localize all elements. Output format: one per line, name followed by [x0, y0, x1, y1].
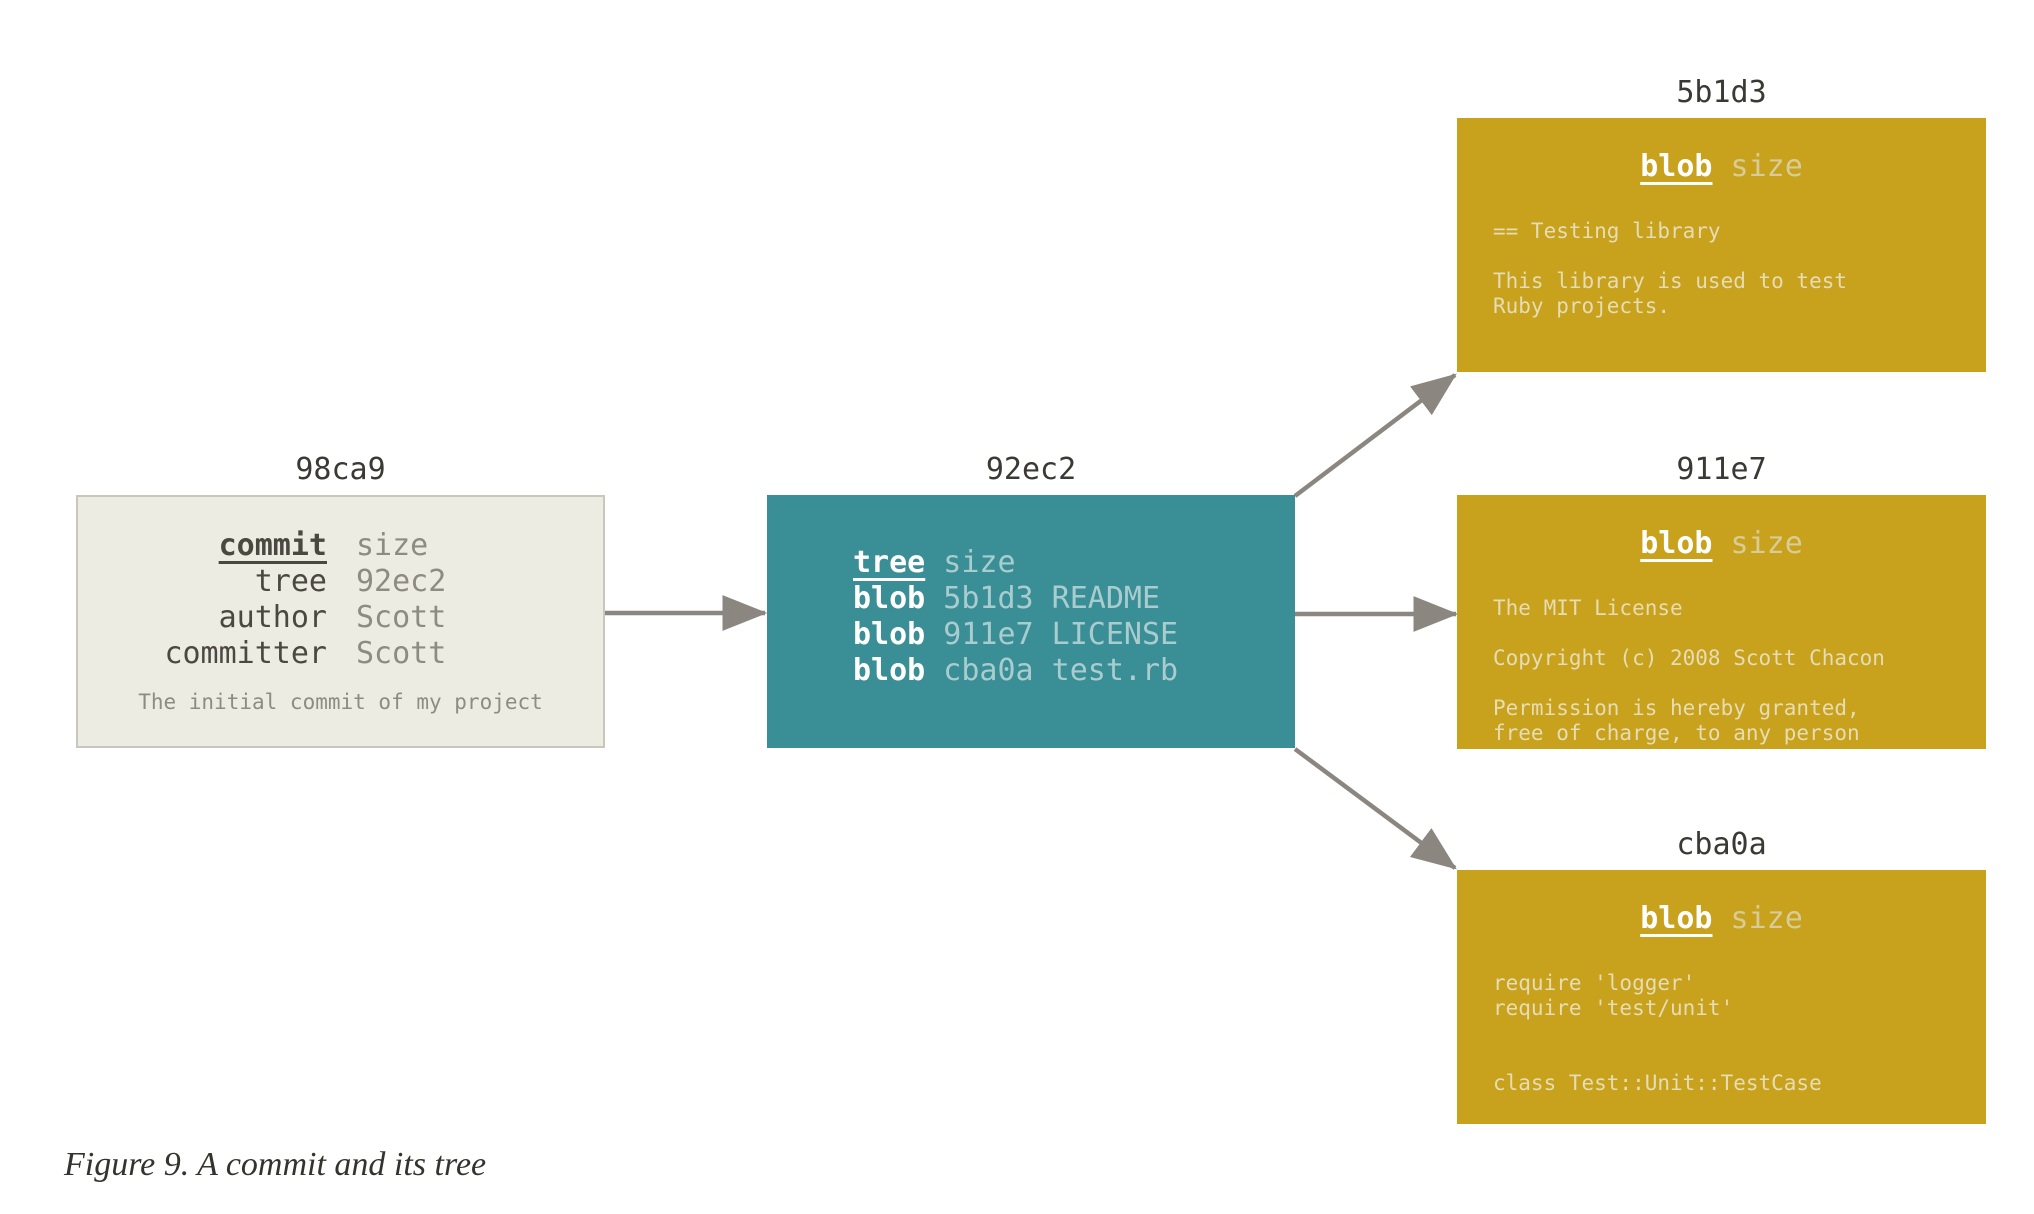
commit-committer-value: Scott [356, 636, 447, 671]
blob-content-readme: == Testing library This library is used … [1493, 219, 1848, 318]
commit-tree-value: 92ec2 [356, 564, 447, 599]
commit-row-committer: committer Scott [78, 636, 603, 672]
tree-row-testrb: blob cba0a test.rb [853, 653, 1295, 689]
figure-caption: Figure 9. A commit and its tree [64, 1146, 487, 1183]
tree-row-readme: blob 5b1d3 README [853, 581, 1295, 617]
commit-author-key: author [218, 600, 327, 635]
tree-blob-key: blob [853, 653, 926, 688]
hash-label-blob-5b1d3: 5b1d3 [1676, 75, 1767, 110]
tree-testrb-entry: cba0a test.rb [925, 653, 1179, 688]
tree-blob-key: blob [853, 581, 926, 616]
commit-row-tree: tree 92ec2 [78, 564, 603, 600]
commit-row-author: author Scott [78, 600, 603, 636]
blob-header: blob size [1457, 148, 1986, 186]
blob-type-label: blob [1640, 149, 1713, 184]
blob-header: blob size [1457, 525, 1986, 563]
hash-label-commit: 98ca9 [295, 452, 386, 487]
arrow-tree-to-blob-5b1d3 [1293, 373, 1457, 498]
commit-row-type: commit size [78, 528, 603, 564]
tree-size-value: size [925, 545, 1016, 580]
commit-tree-key: tree [254, 564, 327, 599]
tree-row-type: tree size [853, 545, 1295, 581]
blob-content-testrb: require 'logger' require 'test/unit' cla… [1493, 971, 1822, 1095]
commit-type-label: commit [218, 528, 327, 563]
blob-size-label: size [1712, 526, 1803, 561]
commit-size-value: size [356, 528, 429, 563]
hash-label-blob-cba0a: cba0a [1676, 827, 1767, 862]
blob-type-label: blob [1640, 901, 1713, 936]
arrow-tree-to-blob-cba0a [1293, 747, 1457, 870]
blob-header: blob size [1457, 900, 1986, 938]
commit-message: The initial commit of my project [138, 690, 543, 714]
blob-object-box-cba0a: blob size require 'logger' require 'test… [1457, 870, 1986, 1124]
blob-type-label: blob [1640, 526, 1713, 561]
blob-size-label: size [1712, 149, 1803, 184]
tree-object-box: tree size blob 5b1d3 README blob 911e7 L… [767, 495, 1295, 748]
tree-license-entry: 911e7 LICENSE [925, 617, 1179, 652]
blob-content-license: The MIT License Copyright (c) 2008 Scott… [1493, 596, 1885, 745]
tree-type-label: tree [853, 545, 926, 580]
blob-object-box-5b1d3: blob size == Testing library This librar… [1457, 118, 1986, 372]
tree-row-license: blob 911e7 LICENSE [853, 617, 1295, 653]
blob-size-label: size [1712, 901, 1803, 936]
blob-object-box-911e7: blob size The MIT License Copyright (c) … [1457, 495, 1986, 749]
commit-committer-key: committer [164, 636, 327, 671]
commit-author-value: Scott [356, 600, 447, 635]
hash-label-tree: 92ec2 [985, 452, 1077, 487]
tree-readme-entry: 5b1d3 README [925, 581, 1161, 616]
hash-label-blob-911e7: 911e7 [1676, 452, 1767, 487]
commit-object-box: commit size tree 92ec2 author Scott comm… [76, 495, 605, 748]
tree-blob-key: blob [853, 617, 926, 652]
